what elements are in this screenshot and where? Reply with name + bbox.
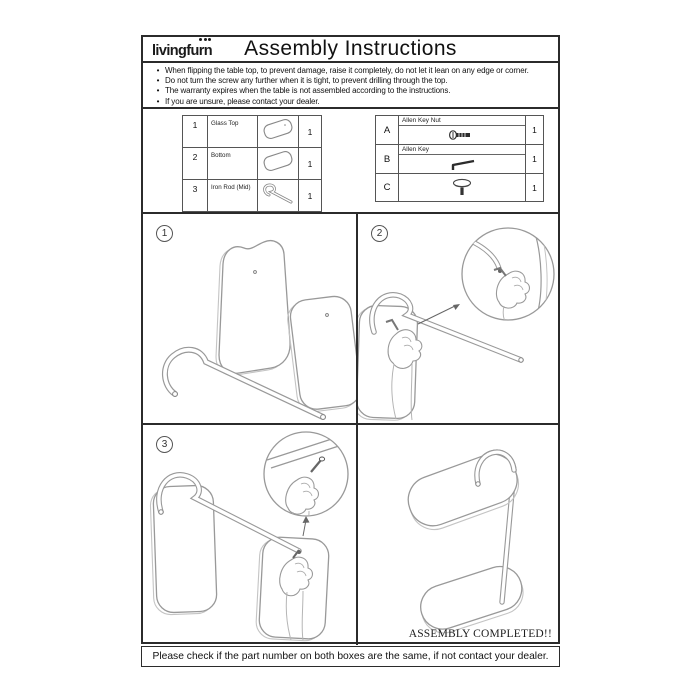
logo-dots-icon xyxy=(199,38,212,41)
part-number: 1 xyxy=(182,115,208,148)
hardware-row: C 1 xyxy=(375,173,544,202)
assembly-sheet: livingfurn Assembly Instructions •When f… xyxy=(141,35,560,645)
notes-list: •When flipping the table top, to prevent… xyxy=(151,66,554,107)
bullet-icon: • xyxy=(156,76,160,86)
part-name: Glass Top xyxy=(207,115,258,148)
step-panel-1: 1 xyxy=(143,214,358,425)
assembly-completed-label: ASSEMBLY COMPLETED!! xyxy=(408,628,552,640)
part-qty: 1 xyxy=(298,115,322,148)
page-title: Assembly Instructions xyxy=(244,37,457,60)
part-name: Iron Rod (Mid) xyxy=(207,179,258,212)
part-qty: 1 xyxy=(298,179,322,212)
hardware-row: B Allen Key 1 xyxy=(375,144,544,174)
part-number: 3 xyxy=(182,179,208,212)
hardware-letter: B xyxy=(375,144,399,174)
step-panel-2: 2 xyxy=(358,214,558,425)
step-number-badge: 2 xyxy=(371,225,388,242)
parts-table-right: A Allen Key Nut 1 B Allen Key 1 xyxy=(375,115,544,202)
completed-panel: ASSEMBLY COMPLETED!! xyxy=(358,425,558,645)
allen-key-nut-icon xyxy=(399,126,525,144)
allen-key-icon xyxy=(399,155,525,173)
hardware-label: Allen Key xyxy=(399,145,525,155)
note-item: •Do not turn the screw any further when … xyxy=(151,76,554,86)
hardware-qty: 1 xyxy=(525,115,544,145)
step1-drawing xyxy=(162,239,356,420)
note-item: •If you are unsure, please contact your … xyxy=(151,97,554,107)
floor-glide-icon xyxy=(399,174,525,201)
part-name: Bottom xyxy=(207,147,258,180)
hardware-row: A Allen Key Nut 1 xyxy=(375,115,544,145)
step-number-badge: 1 xyxy=(156,225,173,242)
bullet-icon: • xyxy=(156,96,160,106)
hardware-qty: 1 xyxy=(525,173,544,202)
brand-logo: livingfurn xyxy=(152,38,213,59)
note-item: •When flipping the table top, to prevent… xyxy=(151,66,554,76)
warning-notes: •When flipping the table top, to prevent… xyxy=(143,63,558,109)
part-number: 2 xyxy=(182,147,208,180)
part-row: 1 Glass Top 1 xyxy=(182,115,322,148)
bullet-icon: • xyxy=(156,66,160,75)
iron-rod-icon xyxy=(257,179,299,212)
note-item: •The warranty expires when the table is … xyxy=(151,86,554,96)
hardware-label: Allen Key Nut xyxy=(399,116,525,126)
glass-top-icon xyxy=(257,115,299,148)
assembled-table-drawing xyxy=(407,449,524,634)
step-panel-3: 3 xyxy=(143,425,358,645)
part-row: 3 Iron Rod (Mid) 1 xyxy=(182,179,322,212)
hardware-qty: 1 xyxy=(525,144,544,174)
sheet-header: livingfurn Assembly Instructions xyxy=(143,37,558,63)
hardware-letter: A xyxy=(375,115,399,145)
footer-note: Please check if the part number on both … xyxy=(141,646,560,667)
bullet-icon: • xyxy=(156,86,160,96)
step2-drawing xyxy=(358,227,555,421)
steps-grid: 1 2 xyxy=(143,214,558,645)
hardware-letter: C xyxy=(375,173,399,202)
part-row: 2 Bottom 1 xyxy=(182,147,322,180)
part-qty: 1 xyxy=(298,147,322,180)
footer-note-text: Please check if the part number on both … xyxy=(152,651,549,662)
brand-logo-text: livingfurn xyxy=(152,43,213,59)
bottom-panel-icon xyxy=(257,147,299,180)
parts-table-left: 1 Glass Top 1 2 Bottom 1 3 Iron Rod (Mid… xyxy=(182,115,322,212)
parts-section: 1 Glass Top 1 2 Bottom 1 3 Iron Rod (Mid… xyxy=(143,109,558,214)
step3-drawing xyxy=(149,431,349,642)
step-number-badge: 3 xyxy=(156,436,173,453)
